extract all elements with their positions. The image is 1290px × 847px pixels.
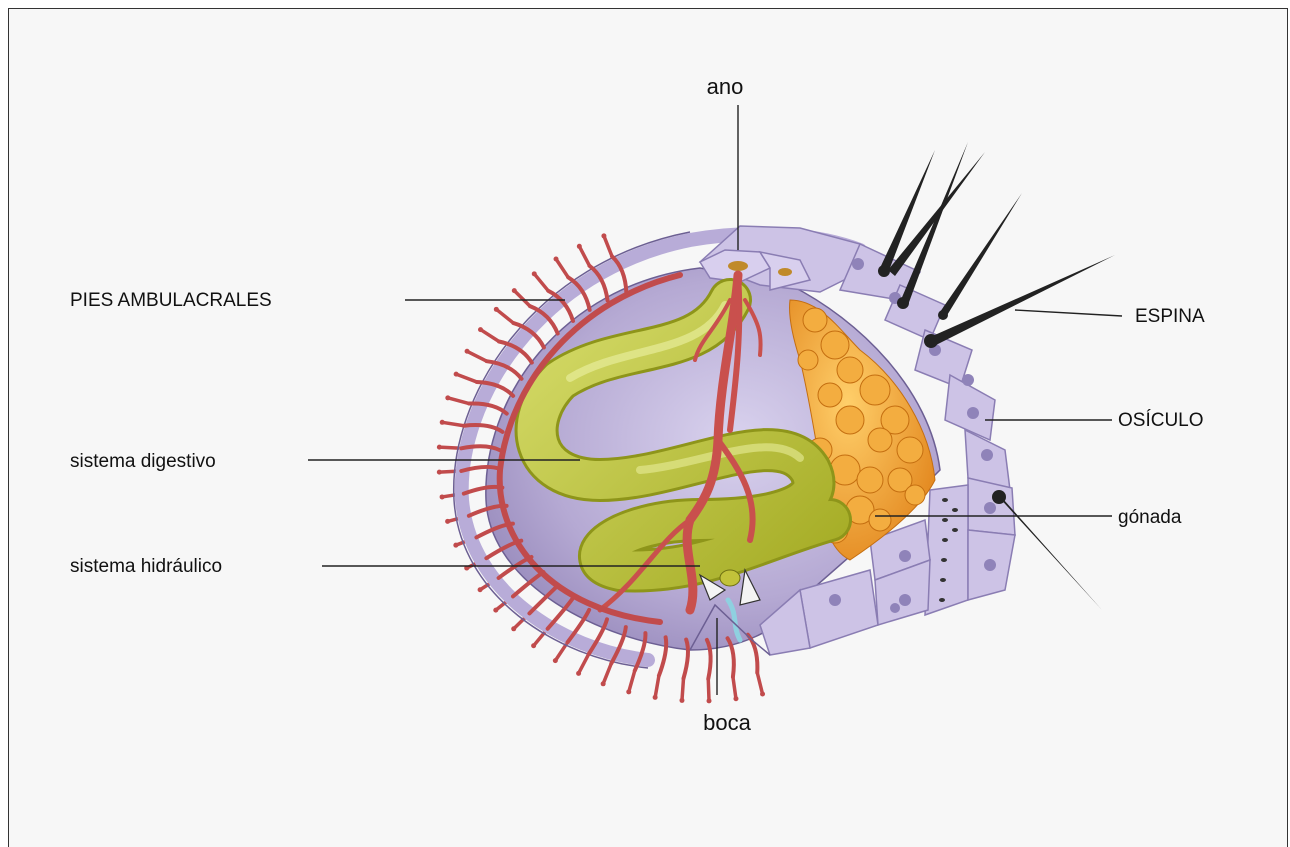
gonad-lobe: [868, 428, 892, 452]
tube-foot: [757, 673, 762, 694]
tube-foot-tip: [554, 256, 559, 261]
tube-foot-tip: [494, 307, 499, 312]
gonad-lobe: [836, 406, 864, 434]
gonad-lobe: [897, 437, 923, 463]
tube-foot: [456, 374, 477, 382]
tube-foot: [579, 654, 589, 673]
tube-foot-tip: [440, 494, 445, 499]
tube-foot-tip: [553, 658, 558, 663]
tube-foot: [534, 274, 548, 291]
gonad-lobe: [869, 509, 891, 531]
gonad-lobe: [837, 357, 863, 383]
gonad-lobe: [798, 350, 818, 370]
gonad-lobe: [857, 467, 883, 493]
tube-foot: [629, 671, 635, 692]
tube-foot-tip: [478, 327, 483, 332]
tube-foot: [603, 663, 611, 683]
label-water-vascular-system: sistema hidráulico: [70, 556, 222, 577]
label-ossicle: OSÍCULO: [1118, 410, 1204, 431]
tube-foot: [733, 677, 736, 699]
tube-foot-tip: [445, 395, 450, 400]
tube-foot-tip: [454, 372, 459, 377]
label-mouth: boca: [703, 710, 751, 735]
tube-foot-tip: [511, 626, 516, 631]
tube-foot-tip: [760, 691, 765, 696]
tube-foot-tip: [707, 698, 712, 703]
gonad-lobe: [821, 331, 849, 359]
label-gonad: gónada: [1118, 507, 1182, 528]
tube-foot-tip: [576, 671, 581, 676]
label-digestive-system: sistema digestivo: [70, 451, 216, 472]
tube-foot: [682, 678, 684, 700]
tube-foot-tip: [465, 349, 470, 354]
tube-foot-tip: [653, 695, 658, 700]
tube-foot-tip: [512, 288, 517, 293]
tube-foot: [514, 291, 530, 306]
tube-foot-tip: [733, 696, 738, 701]
tube-foot: [467, 351, 487, 361]
tube-foot: [655, 676, 659, 698]
tube-foot-tip: [679, 698, 684, 703]
tube-foot-tip: [601, 233, 606, 238]
tube-foot: [448, 398, 469, 404]
ampulla: [707, 640, 711, 679]
tube-foot: [442, 422, 464, 425]
tube-foot-tip: [577, 244, 582, 249]
tube-foot-tip: [445, 519, 450, 524]
tube-foot: [604, 236, 612, 256]
tube-foot-tip: [532, 271, 537, 276]
label-tube-feet: PIES AMBULACRALES: [70, 290, 272, 311]
gonad-lobe: [803, 308, 827, 332]
tube-foot: [481, 330, 500, 342]
tube-foot: [556, 259, 568, 277]
tube-foot-tip: [437, 470, 442, 475]
gonad-lobe: [905, 485, 925, 505]
tube-foot-tip: [437, 445, 442, 450]
tube-foot-tip: [493, 608, 498, 613]
tube-foot-tip: [453, 543, 458, 548]
tube-foot-tip: [478, 587, 483, 592]
tube-foot-tip: [626, 689, 631, 694]
tube-foot: [708, 679, 709, 701]
tube-foot-tip: [440, 420, 445, 425]
label-spine: ESPINA: [1135, 306, 1205, 327]
tube-foot-tip: [531, 643, 536, 648]
label-ano: ano: [707, 74, 744, 99]
gonad-lobe: [818, 383, 842, 407]
tube-foot-tip: [601, 681, 606, 686]
tube-foot: [496, 309, 513, 323]
tube-foot: [579, 246, 589, 266]
gonad-lobe: [860, 375, 890, 405]
